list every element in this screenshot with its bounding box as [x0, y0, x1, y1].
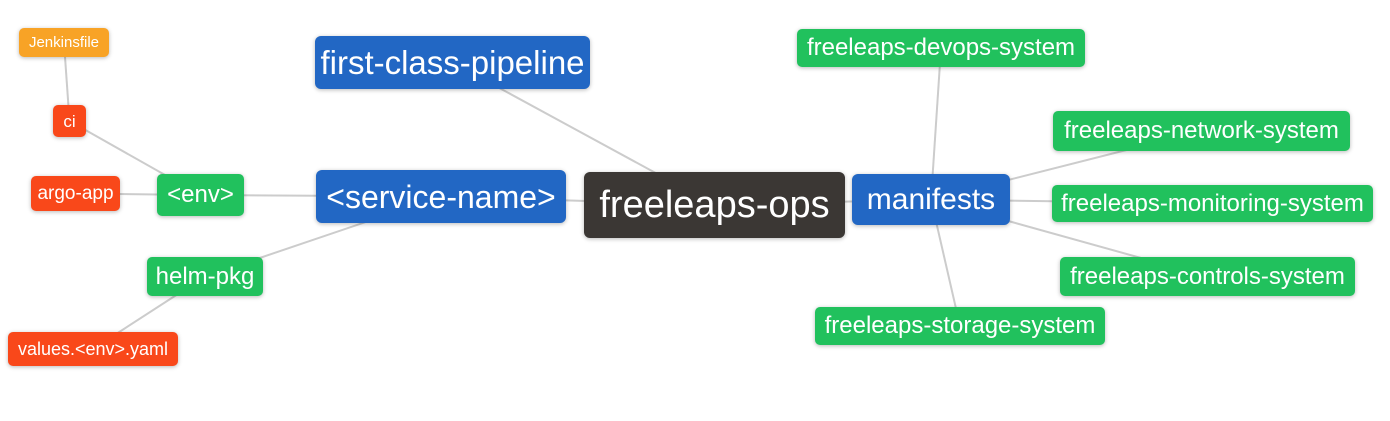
node-helm-pkg[interactable]: helm-pkg — [147, 257, 263, 296]
node-freeleaps-network-system[interactable]: freeleaps-network-system — [1053, 111, 1350, 151]
node-manifests[interactable]: manifests — [852, 174, 1010, 225]
node-freeleaps-controls-system[interactable]: freeleaps-controls-system — [1060, 257, 1355, 296]
node-jenkinsfile[interactable]: Jenkinsfile — [19, 28, 109, 57]
node-argo-app[interactable]: argo-app — [31, 176, 120, 211]
node-service-name[interactable]: <service-name> — [316, 170, 566, 223]
node-freeleaps-devops-system[interactable]: freeleaps-devops-system — [797, 29, 1085, 67]
node-freeleaps-storage-system[interactable]: freeleaps-storage-system — [815, 307, 1105, 345]
node-freeleaps-monitoring-system[interactable]: freeleaps-monitoring-system — [1052, 185, 1373, 222]
node-freeleaps-ops[interactable]: freeleaps-ops — [584, 172, 845, 238]
node-first-class-pipeline[interactable]: first-class-pipeline — [315, 36, 590, 89]
node-env[interactable]: <env> — [157, 174, 244, 216]
node-ci[interactable]: ci — [53, 105, 86, 137]
node-values-env-yaml[interactable]: values.<env>.yaml — [8, 332, 178, 366]
